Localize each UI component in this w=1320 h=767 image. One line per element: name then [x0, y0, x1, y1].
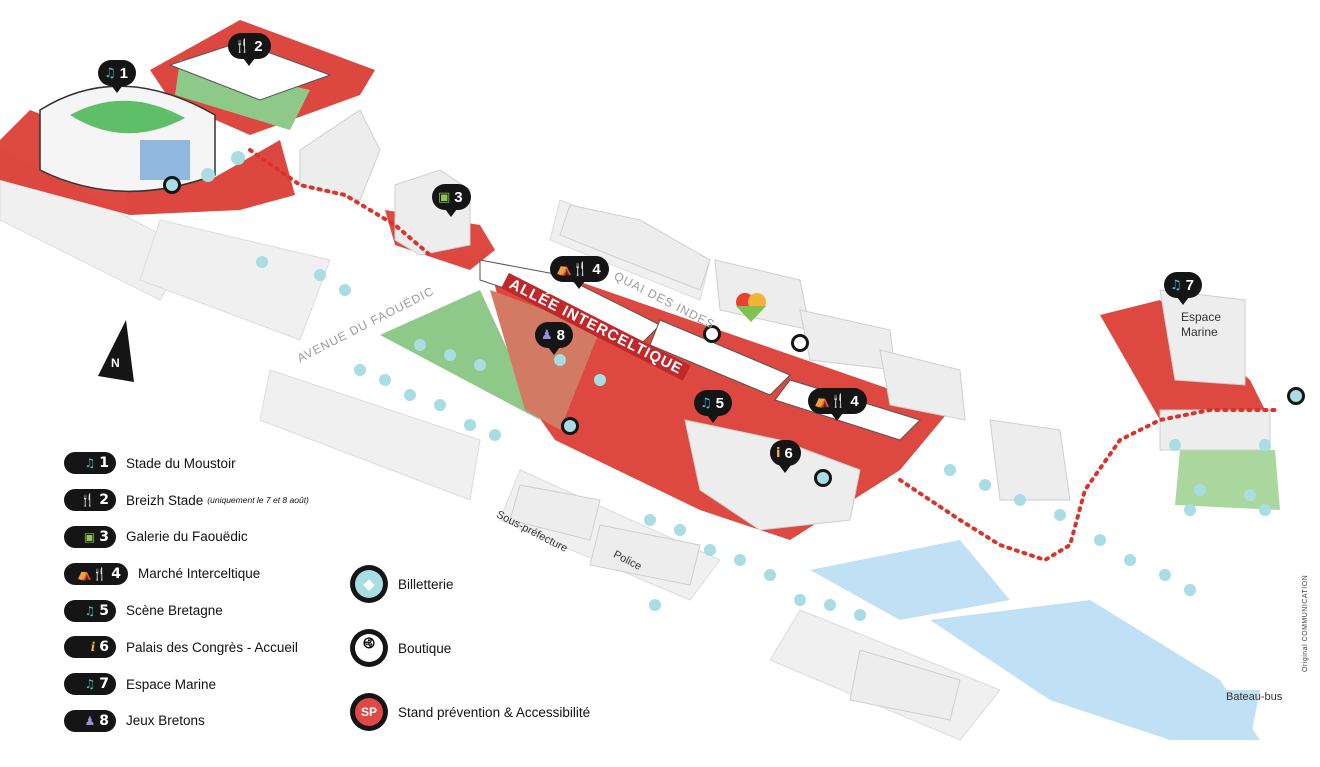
legend-badge: ▣3 [64, 525, 116, 548]
venue-legend: ♫1 Stade du Moustoir 🍴2 Breizh Stade (un… [64, 445, 364, 739]
service-legend: ◆ Billetterie ࿋ Boutique SP Stand préven… [350, 552, 590, 744]
legend-item-jeux-bretons[interactable]: ♟8 Jeux Bretons [64, 703, 364, 740]
legend-badge: 🍴2 [64, 489, 116, 512]
triskel-icon: ࿋ [350, 629, 388, 667]
ticket-icon: ◆ [350, 565, 388, 603]
legend-item-stade-du-moustoir[interactable]: ♫1 Stade du Moustoir [64, 445, 364, 482]
gallery-icon: ▣ [83, 529, 96, 544]
pin-marche-interceltique-north[interactable]: ⛺🍴 4 [550, 256, 609, 289]
trees [201, 151, 1271, 621]
market-icon: ⛺🍴 [77, 566, 108, 581]
legend-badge: ⛺🍴4 [64, 562, 128, 585]
legend-item-breizh-stade[interactable]: 🍴2 Breizh Stade (uniquement le 7 et 8 ao… [64, 482, 364, 519]
harbour-water [810, 540, 1260, 740]
legend-item-espace-marine[interactable]: ♫7 Espace Marine [64, 666, 364, 703]
heart-logo [736, 293, 766, 322]
credit-text: Original COMMUNICATION [1302, 574, 1309, 672]
info-icon: i [90, 640, 96, 655]
map-ticket-markers [163, 176, 1305, 487]
market-icon: ⛺🍴 [814, 393, 847, 409]
legend-badge: ♫7 [64, 673, 116, 696]
pin-breizh-stade[interactable]: 🍴 2 [228, 33, 271, 66]
legend-item-galerie-du-faouedic[interactable]: ▣3 Galerie du Faouëdic [64, 519, 364, 556]
legend-item-stand-prevention[interactable]: SP Stand prévention & Accessibilité [350, 680, 590, 744]
buildings [299, 109, 1271, 721]
espace-marine-label-1: Espace [1181, 310, 1222, 324]
pin-marche-interceltique-south[interactable]: ⛺🍴 4 [808, 388, 867, 421]
legend-item-billetterie[interactable]: ◆ Billetterie [350, 552, 590, 616]
fork-knife-icon: 🍴 [234, 38, 251, 54]
legend-item-boutique[interactable]: ࿋ Boutique [350, 616, 590, 680]
music-note-icon: ♫ [84, 456, 96, 471]
music-note-icon: ♫ [1170, 277, 1182, 293]
north-arrow-icon [98, 320, 134, 382]
sp-icon: SP [350, 693, 388, 731]
pin-scene-bretagne[interactable]: ♫ 5 [694, 390, 732, 423]
fork-knife-icon: 🍴 [80, 493, 96, 508]
pin-espace-marine[interactable]: ♫ 7 [1164, 272, 1202, 305]
pin-galerie-du-faouedic[interactable]: ▣ 3 [432, 184, 471, 217]
legend-badge: ♫5 [64, 599, 116, 622]
map-boutique-markers [703, 325, 809, 352]
music-note-icon: ♫ [700, 395, 712, 411]
legend-badge: ♟8 [64, 709, 116, 732]
gallery-icon: ▣ [438, 189, 451, 205]
legend-badge: ♫1 [64, 452, 116, 475]
stadium-building [39, 85, 216, 192]
market-icon: ⛺🍴 [556, 261, 589, 277]
legend-item-marche-interceltique[interactable]: ⛺🍴4 Marché Interceltique [64, 555, 364, 592]
info-icon: i [776, 445, 781, 461]
pin-stade-du-moustoir[interactable]: ♫ 1 [98, 60, 136, 93]
pin-jeux-bretons[interactable]: ♟ 8 [535, 322, 573, 355]
bateau-bus-label: Bateau-bus [1226, 691, 1283, 703]
pin-palais-des-congres[interactable]: i 6 [770, 440, 801, 473]
legend-item-scene-bretagne[interactable]: ♫5 Scène Bretagne [64, 592, 364, 629]
games-icon: ♟ [541, 327, 553, 343]
games-icon: ♟ [84, 713, 96, 728]
walking-route [248, 148, 1282, 563]
north-arrow: N [96, 320, 136, 386]
music-note-icon: ♫ [84, 603, 96, 618]
music-note-icon: ♫ [84, 677, 96, 692]
espace-marine-label-2: Marine [1181, 325, 1218, 339]
music-note-icon: ♫ [104, 65, 116, 81]
